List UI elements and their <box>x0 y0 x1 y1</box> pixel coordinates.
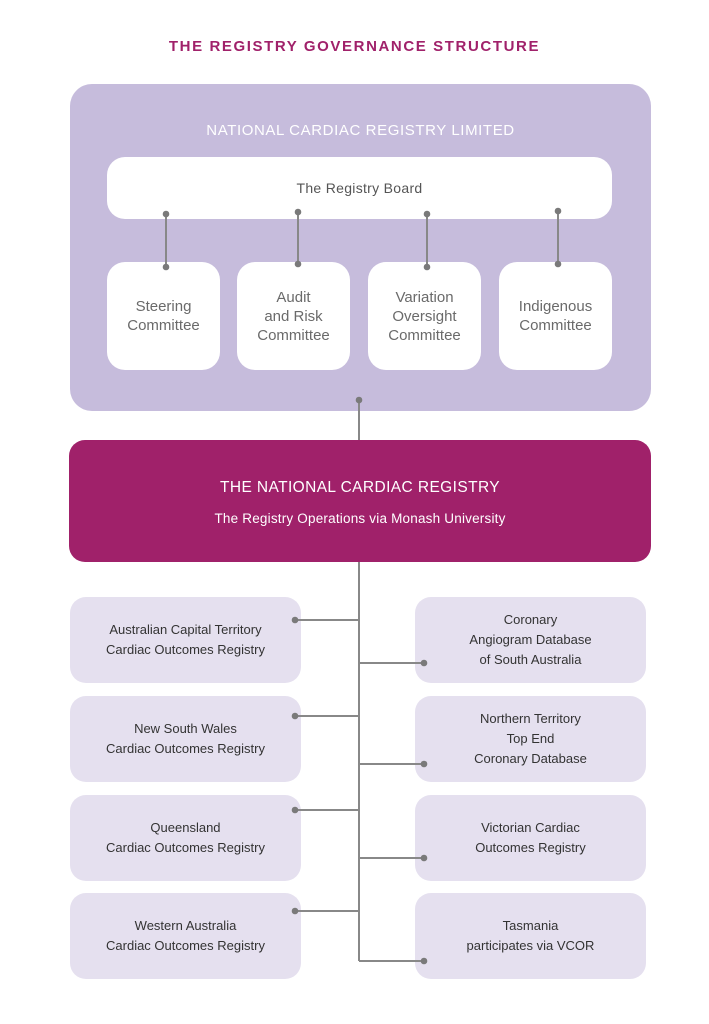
registry-vic: Victorian Cardiac Outcomes Registry <box>415 795 646 881</box>
committee-steering: Steering Committee <box>107 262 220 370</box>
operations-panel <box>69 440 651 562</box>
committee-indigenous: Indigenous Committee <box>499 262 612 370</box>
page-title: THE REGISTRY GOVERNANCE STRUCTURE <box>168 38 541 55</box>
registry-nsw: New South Wales Cardiac Outcomes Registr… <box>70 696 301 782</box>
registry-tas: Tasmania participates via VCOR <box>415 893 646 979</box>
registry-qld: Queensland Cardiac Outcomes Registry <box>70 795 301 881</box>
registry-sa: Coronary Angiogram Database of South Aus… <box>415 597 646 683</box>
committee-variation-oversight: Variation Oversight Committee <box>368 262 481 370</box>
registry-wa: Western Australia Cardiac Outcomes Regis… <box>70 893 301 979</box>
operations-name: THE NATIONAL CARDIAC REGISTRY <box>219 479 501 496</box>
board-box: The Registry Board <box>107 157 612 219</box>
committee-audit-risk: Audit and Risk Committee <box>237 262 350 370</box>
company-name: NATIONAL CARDIAC REGISTRY LIMITED <box>206 122 515 139</box>
registry-act: Australian Capital Territory Cardiac Out… <box>70 597 301 683</box>
operations-subtitle: The Registry Operations via Monash Unive… <box>214 511 506 526</box>
registry-nt: Northern Territory Top End Coronary Data… <box>415 696 646 782</box>
